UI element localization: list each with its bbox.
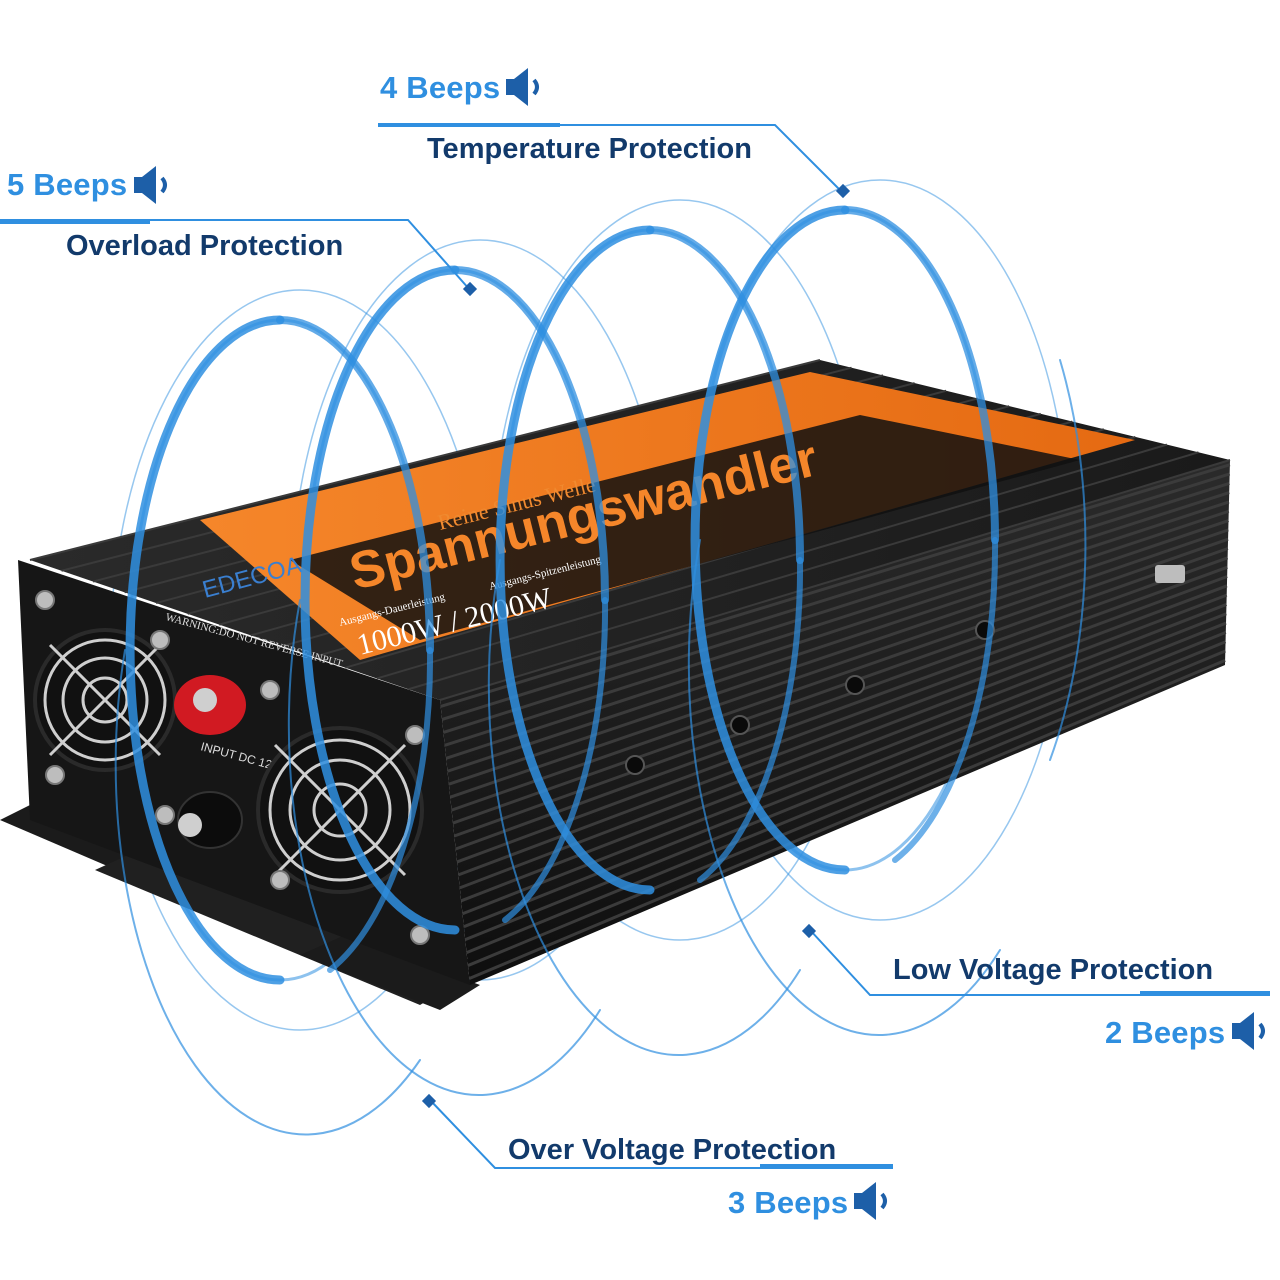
temperature-beeps-label: 4 Beeps bbox=[380, 70, 501, 105]
heat-sink-fin bbox=[448, 519, 1230, 786]
heat-sink-fin bbox=[463, 621, 1227, 929]
heat-sink-fin bbox=[457, 584, 1228, 877]
heat-sink-fin bbox=[445, 500, 1230, 760]
positive-terminal bbox=[174, 675, 246, 735]
heat-sink-fin bbox=[460, 603, 1228, 903]
heat-sink-fin bbox=[29, 359, 821, 561]
heat-sink-fin bbox=[440, 463, 1231, 708]
heat-sink-fin bbox=[439, 459, 1231, 701]
left-fan-icon bbox=[33, 628, 177, 772]
heat-sink-fin bbox=[442, 481, 1230, 734]
temperature-protection-label: Temperature Protection bbox=[427, 133, 752, 165]
heat-sink-fin bbox=[444, 491, 1230, 747]
heat-sink-fin bbox=[464, 630, 1227, 942]
low-voltage-beeps-label: 2 Beeps bbox=[1105, 1015, 1226, 1050]
heat-sink-fin bbox=[449, 528, 1229, 799]
heat-sink-fin bbox=[447, 509, 1230, 773]
speaker-icon bbox=[854, 1182, 887, 1220]
signal-rings-front bbox=[114, 205, 1087, 1136]
ground-terminal bbox=[1155, 565, 1185, 583]
speaker-icon bbox=[506, 68, 539, 106]
heat-sink-fin bbox=[441, 472, 1231, 721]
heat-sink-fin bbox=[451, 537, 1229, 812]
over-voltage-beeps-label: 3 Beeps bbox=[728, 1185, 849, 1220]
callout-lines bbox=[0, 123, 1270, 1169]
heat-sink-fin bbox=[408, 451, 1199, 691]
speaker-icon bbox=[134, 166, 167, 204]
over-voltage-protection-label: Over Voltage Protection bbox=[508, 1134, 837, 1166]
heat-sink-fin bbox=[468, 658, 1226, 980]
heat-sink-fin bbox=[455, 565, 1228, 851]
low-voltage-protection-label: Low Voltage Protection bbox=[893, 954, 1214, 986]
negative-terminal bbox=[177, 791, 243, 849]
speaker-icon bbox=[1232, 1012, 1265, 1050]
overload-beeps-label: 5 Beeps bbox=[7, 167, 128, 202]
heat-sink-fin bbox=[466, 640, 1227, 955]
heat-sink-fin bbox=[459, 593, 1228, 890]
overload-protection-label: Overload Protection bbox=[66, 230, 344, 262]
heat-sink-fin bbox=[467, 649, 1226, 967]
heat-sink-fin bbox=[456, 575, 1228, 864]
front-panel bbox=[33, 590, 430, 945]
